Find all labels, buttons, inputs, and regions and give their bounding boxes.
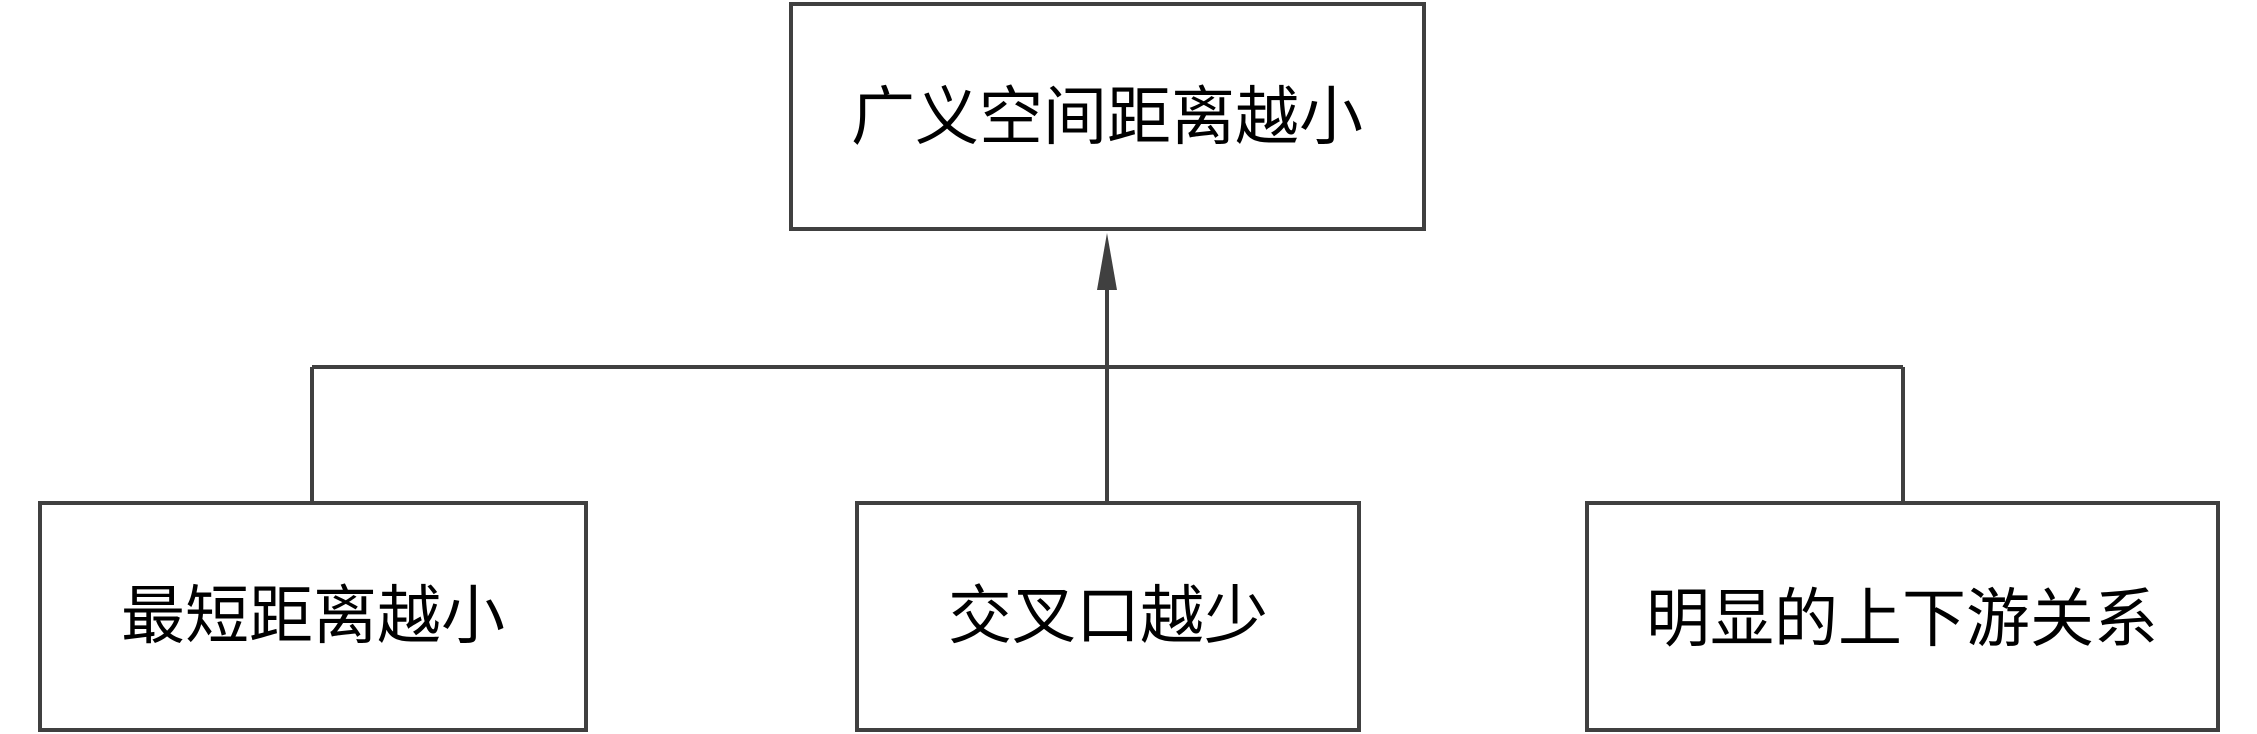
child-node-3: 明显的上下游关系 — [1585, 501, 2220, 732]
child-node-label: 交叉口越少 — [948, 580, 1268, 654]
child-node-label: 最短距离越小 — [121, 580, 505, 654]
child-node-2: 交叉口越少 — [855, 501, 1361, 732]
child-node-1: 最短距离越小 — [38, 501, 588, 732]
top-node-label: 广义空间距离越小 — [851, 81, 1363, 155]
connectors — [310, 233, 1905, 502]
arrow-head-icon — [1097, 233, 1117, 290]
child-node-box — [38, 501, 588, 732]
child-node-label: 明显的上下游关系 — [1646, 583, 2158, 657]
top-node-box — [789, 2, 1426, 231]
child-node-box — [855, 501, 1361, 732]
child-node-box — [1585, 501, 2220, 732]
top-node: 广义空间距离越小 — [789, 2, 1426, 231]
